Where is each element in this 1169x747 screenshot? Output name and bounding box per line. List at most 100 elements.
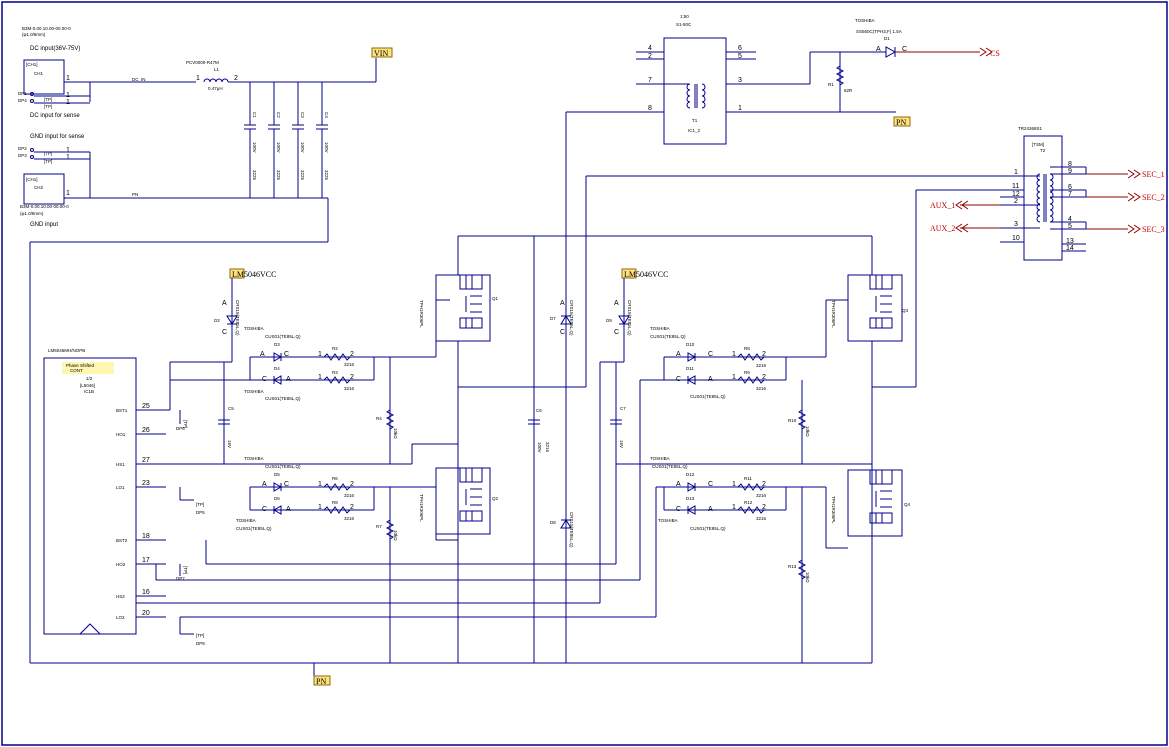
d12-part: CUS01(TE85L,Q) [652,464,688,469]
ct-body[interactable] [663,37,727,145]
svg-text:2: 2 [762,351,766,358]
inductor-pin1: 1 [196,75,200,82]
resistor-r10[interactable] [797,409,807,430]
ct-pin-2: 2 [648,53,652,60]
ct-part: 1:50 [680,14,689,19]
svg-text:2: 2 [350,351,354,358]
ch1-part: B3M-0.00.10.00-00.00-0 [22,26,71,31]
diode-d7[interactable] [560,315,572,325]
resistor-r8b[interactable] [737,353,765,361]
resistor-r3[interactable] [323,376,351,384]
resistor-r7[interactable] [385,519,395,540]
c7-ref: C7 [620,406,626,411]
resistor-r8[interactable] [323,506,351,514]
diode-d2[interactable] [226,315,238,325]
sense-diode-a: A [876,46,881,53]
r4-ref: R4 [376,416,382,421]
ch1-pin: 1 [66,75,70,82]
svg-text:A: A [262,481,267,488]
ch1-name: CH1 [34,71,43,76]
input-cap-ref: C2 [276,112,281,118]
input-cap-ref: C4 [324,112,329,118]
controller-ic: LM5046MH/NOPB Phase Shifted CONT 1/2 [L5… [43,348,166,635]
resistor-r12[interactable] [737,506,765,514]
r12-ref: R12 [744,500,753,505]
mt-pin-6: 6 [1068,184,1072,191]
mosfet-q4[interactable] [847,469,903,537]
sense-resistor-r1[interactable] [835,65,845,86]
ct-pin-4: 4 [648,45,652,52]
sense-r-val: 82R [844,88,853,93]
resistor-r4[interactable] [385,409,395,430]
r3-val: 3216 [344,386,355,391]
sense-maker: TOSHIBA [855,18,875,23]
inductor-ref: L1 [214,67,220,72]
input-cap-ref: C1 [252,112,257,118]
ic-pin-name: BST1 [116,408,128,413]
svg-text:C: C [284,351,289,358]
mt-body[interactable] [1023,135,1063,261]
ic-pin-name: LO1 [116,485,125,490]
r8b-val: 3216 [756,363,767,368]
mt-pin-14: 14 [1066,245,1074,252]
ct-pin-3: 3 [738,77,742,84]
ch2-name: CH2 [34,185,43,190]
mt-pin-4: 4 [1068,216,1072,223]
ic-desc: Phase Shifted [66,363,95,368]
resistor-r9[interactable] [737,376,765,384]
sense-diode-d1[interactable] [885,46,897,58]
svg-text:1: 1 [732,374,736,381]
diode-d9[interactable] [618,315,630,325]
svg-text:1: 1 [318,374,322,381]
d10-maker: TOSHIBA [650,326,670,331]
r13-ref: R13 [788,564,797,569]
d13-maker: TOSHIBA [658,518,678,523]
tp-dp7: DP7 [176,576,185,581]
ct-pin-5: 5 [738,53,742,60]
r12-val: 3216 [756,516,767,521]
tp-dp1: DP1 [18,91,27,96]
ch2-pin: 1 [66,190,70,197]
diode-d8[interactable] [560,519,572,529]
ic-body[interactable] [43,357,137,635]
resistor-r2[interactable] [323,353,351,361]
resistor-r6[interactable] [323,483,351,491]
ch1-title: DC input(36V-75V) [30,46,80,52]
tp-dp4-ref: [TP] [44,104,52,109]
svg-text:1: 1 [318,504,322,511]
svg-text:C: C [284,481,289,488]
d10-part: CUS01(TE85L,Q) [650,334,686,339]
tp-dp7-ref: [TP] [183,566,188,574]
resistor-r11[interactable] [737,483,765,491]
q4-ref: Q4 [904,502,911,507]
r9-val: 3216 [756,386,767,391]
inductor-l1[interactable] [203,78,229,83]
ch2-connector[interactable] [23,173,65,205]
main-transformer: TR24368S1 [TSM] T2 1 11 12 2 3 10 8 9 [586,126,1165,387]
r9-ref: R9 [744,370,750,375]
mt-pin-1: 1 [1014,169,1018,176]
d3-part: CUS01(TE85L,Q) [265,334,301,339]
input-cap-value: 100V [324,142,329,153]
tp-dp6-ref: [TP] [183,420,188,428]
input-filter: PCV0000-R47M L1 1 2 0.47μH C1100V3225C21… [29,58,377,663]
ic-pkg: [L5046] [80,383,95,388]
resistor-r13[interactable] [797,559,807,580]
r7-ref: R7 [376,524,382,529]
ch1-connector[interactable] [23,59,65,95]
svg-text:1: 1 [318,351,322,358]
mt-pin-13: 13 [1066,238,1074,245]
q1-part: TPH1R306PL [419,300,424,328]
ic-part: LM5046MH/NOPB [48,348,85,353]
ic-pin-num: 20 [142,610,150,617]
mosfet-q3[interactable] [847,274,903,342]
input-cap-ref: C3 [300,112,305,118]
tp-dp4: DP4 [18,98,27,103]
r8b-ref: R8 [744,346,750,351]
svg-text:A: A [676,351,681,358]
center-clamp: C6 100V 3216 A C D7 CRS15(TE85L,Q) D8 CR… [458,112,872,663]
d8-ref: D8 [550,520,556,525]
d6-part: CUS01(TE85L,Q) [236,526,272,531]
